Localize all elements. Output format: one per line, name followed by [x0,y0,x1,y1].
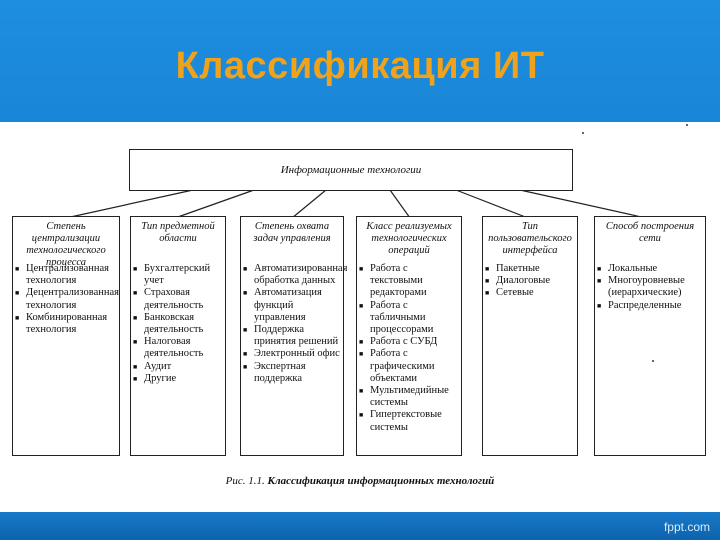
slide-title: Классификация ИТ [175,45,545,87]
connector-2 [174,189,255,219]
root-box: Информационные технологии [129,149,573,191]
list-item: Работа с графическими объектами [359,348,459,385]
scan-speck [652,360,654,362]
category-interface-type: Тип пользовательского интерфейса Пакетны… [482,216,578,456]
list-item: Аудит [133,361,223,373]
list-item: Диалоговые [485,275,575,287]
caption-text: Классификация информационных технологий [267,475,495,487]
category-management-scope: Степень охвата задач управления Автомати… [240,216,347,456]
list-item: Страховая деятельность [133,287,223,311]
category-header: Тип пользовательского интерфейса [488,221,572,256]
category-items: Локальные Многоуровневые (иерархические)… [597,263,703,312]
category-header: Тип предметной области [141,221,215,244]
connector-5 [455,189,529,219]
scan-speck [686,124,688,126]
connector-4 [389,189,411,219]
list-item: Локальные [597,263,703,275]
root-label: Информационные технологии [280,164,422,176]
list-item: Мультимедийные системы [359,385,459,409]
list-item: Работа с текстовыми редакторами [359,263,459,300]
category-header: Степень охвата задач управления [253,221,331,244]
diagram-canvas: Информационные технологии Степень центра… [0,122,720,512]
brand-watermark: fppt.com [663,520,710,534]
category-items: Работа с текстовыми редакторами Работа с… [359,263,459,434]
category-header: Степень централизации технологического п… [26,221,106,268]
category-subject-area: Тип предметной области Бухгалтерский уче… [130,216,226,456]
list-item: Поддержка принятия решений [243,324,341,348]
list-item: Комбинированная технология [15,312,117,336]
connector-3 [291,189,327,219]
category-items: Централизованная технология Децентрализо… [15,263,119,336]
list-item: Пакетные [485,263,575,275]
category-items: Пакетные Диалоговые Сетевые [485,263,575,300]
list-item: Централизованная технология [15,263,117,287]
list-item: Налоговая деятельность [133,336,223,360]
connector-1 [65,189,194,219]
figure-caption: Рис. 1.1. Классификация информационных т… [0,475,720,487]
connector-6 [519,189,647,219]
list-item: Сетевые [485,287,575,299]
category-centralization: Степень централизации технологического п… [12,216,120,456]
category-items: Автоматизированная обработка данных Авто… [243,263,347,385]
list-item: Экспертная поддержка [243,361,341,385]
list-item: Автоматизация функций управления [243,287,341,324]
list-item: Гипертекстовые системы [359,409,459,433]
list-item: Работа с табличными процессорами [359,300,459,337]
list-item: Другие [133,373,223,385]
category-header: Способ построения сети [605,221,695,244]
list-item: Автоматизированная обработка данных [243,263,347,287]
connector-lines [65,189,647,219]
category-items: Бухгалтерский учет Страховая деятельност… [133,263,223,385]
list-item: Распределенные [597,300,703,312]
category-operations-class: Класс реализуемых технологических операц… [356,216,462,456]
list-item: Бухгалтерский учет [133,263,223,287]
caption-prefix: Рис. 1.1. [225,475,265,487]
list-item: Банковская деятельность [133,312,223,336]
list-item: Децентрализованная технология [15,287,119,311]
list-item: Многоуровневые (иерархические) [597,275,703,299]
list-item: Работа с СУБД [359,336,459,348]
list-item: Электронный офис [243,348,341,360]
category-network-method: Способ построения сети Локальные Многоур… [594,216,706,456]
scan-speck [582,132,584,134]
category-header: Класс реализуемых технологических операц… [366,221,452,256]
